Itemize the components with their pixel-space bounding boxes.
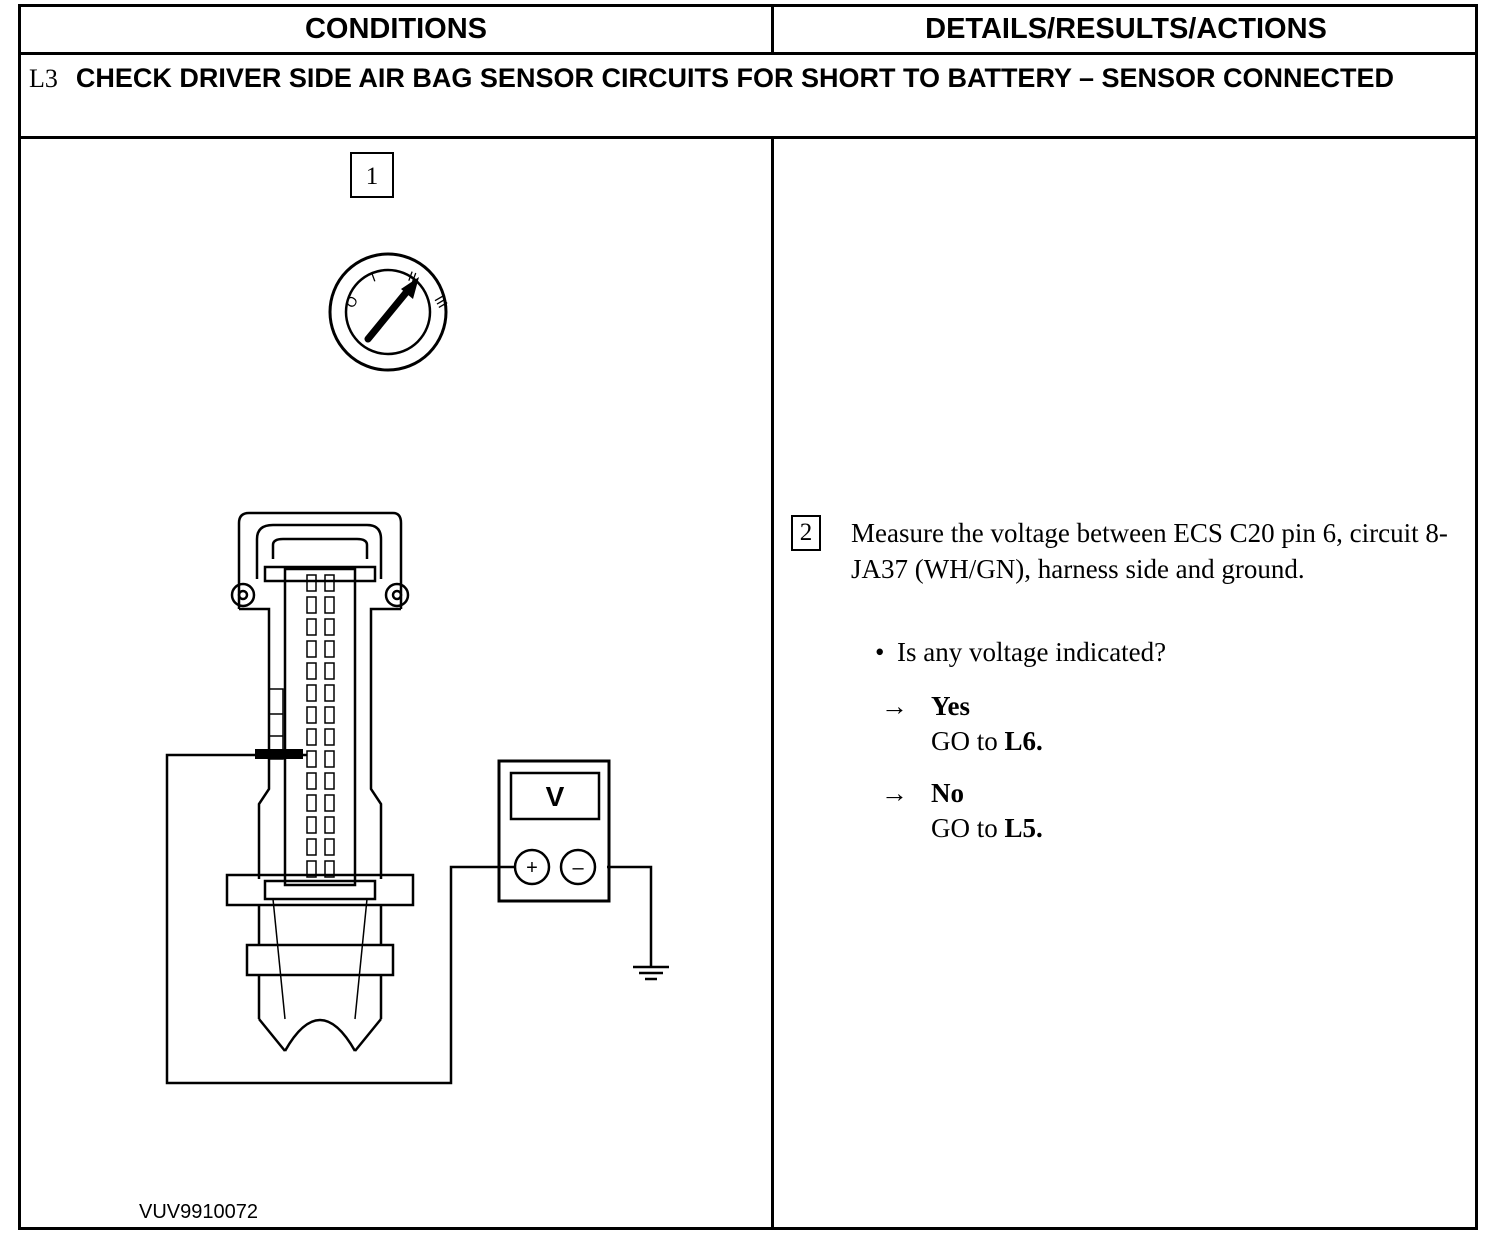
negative-terminal [559,848,597,886]
figure-id: VUV9910072 [139,1201,258,1223]
connector-pin [306,618,317,636]
connector-pin [306,860,317,878]
connector-pin [306,596,317,614]
connector-pin [324,838,335,856]
connector-pin [306,794,317,812]
connector-pin [306,750,317,768]
question-bullet: • Is any voltage indicated? [875,637,1166,668]
yes-label: Yes [931,691,970,721]
negative-symbol: – [572,857,584,879]
step-title-row: L3 CHECK DRIVER SIDE AIR BAG SENSOR CIRCU… [21,55,1475,139]
ignition-switch-icon: O I II III [328,252,451,372]
connector-pin [306,728,317,746]
details-header: DETAILS/RESULTS/ACTIONS [925,13,1327,45]
yes-target-link[interactable]: L6. [1004,726,1043,756]
step-title: CHECK DRIVER SIDE AIR BAG SENSOR CIRCUIT… [75,63,1395,93]
no-label: No [931,778,964,808]
test-diagram: 1 O I II III [165,152,669,1085]
positive-symbol: + [526,857,538,879]
ignition-pos-1: I [369,268,378,284]
instruction-text: Measure the voltage between ECS C20 pin … [851,518,1448,584]
details-cell: 2 Measure the voltage between ECS C20 pi… [777,139,1475,1227]
voltmeter-display [509,771,601,821]
connector-pin [306,640,317,658]
connector-pin [306,684,317,702]
connector-pin [306,574,317,592]
connector-pins [306,574,335,878]
ground-icon [633,965,669,981]
callout-2-box: 2 [791,515,821,551]
table-header-row: CONDITIONS DETAILS/RESULTS/ACTIONS [21,7,1475,55]
no-go-text: GO to [931,813,1005,843]
voltmeter-unit-label: V [546,781,565,812]
ignition-pos-0: O [342,293,361,311]
connector-pin [324,816,335,834]
connector-pin [324,794,335,812]
question-text: Is any voltage indicated? [897,637,1167,667]
connector-pin [324,662,335,680]
connector-pin [324,706,335,724]
connector-pin [324,772,335,790]
connector-pin [324,750,335,768]
test-leads [165,753,653,1085]
connector-pin [306,838,317,856]
step-id: L3 [29,64,58,93]
connector-pin [324,618,335,636]
callout-1-box [350,152,394,198]
bullet-icon: • [875,637,885,667]
procedure-table: CONDITIONS DETAILS/RESULTS/ACTIONS L3 CHE… [18,4,1478,1230]
connector-pin [324,596,335,614]
no-target-link[interactable]: L5. [1004,813,1043,843]
connector-pin [306,816,317,834]
voltmeter: V + – [497,759,611,903]
conditions-cell: 1 O I II III [21,139,774,1227]
connector-pin [306,662,317,680]
conditions-header: CONDITIONS [21,7,774,52]
connector-pin [324,728,335,746]
connector-pin [324,640,335,658]
connector-pin [324,684,335,702]
arrow-right-icon: → [881,691,908,721]
connector-pin [306,706,317,724]
connector-pin [324,574,335,592]
ignition-pos-3: III [431,293,451,311]
yes-go-text: GO to [931,726,1005,756]
positive-terminal [513,848,551,886]
connector-pin [306,772,317,790]
callout-1-label: 1 [366,163,379,190]
connector-pin [324,860,335,878]
arrow-right-icon: → [881,778,908,808]
connector-c20 [225,511,415,1052]
